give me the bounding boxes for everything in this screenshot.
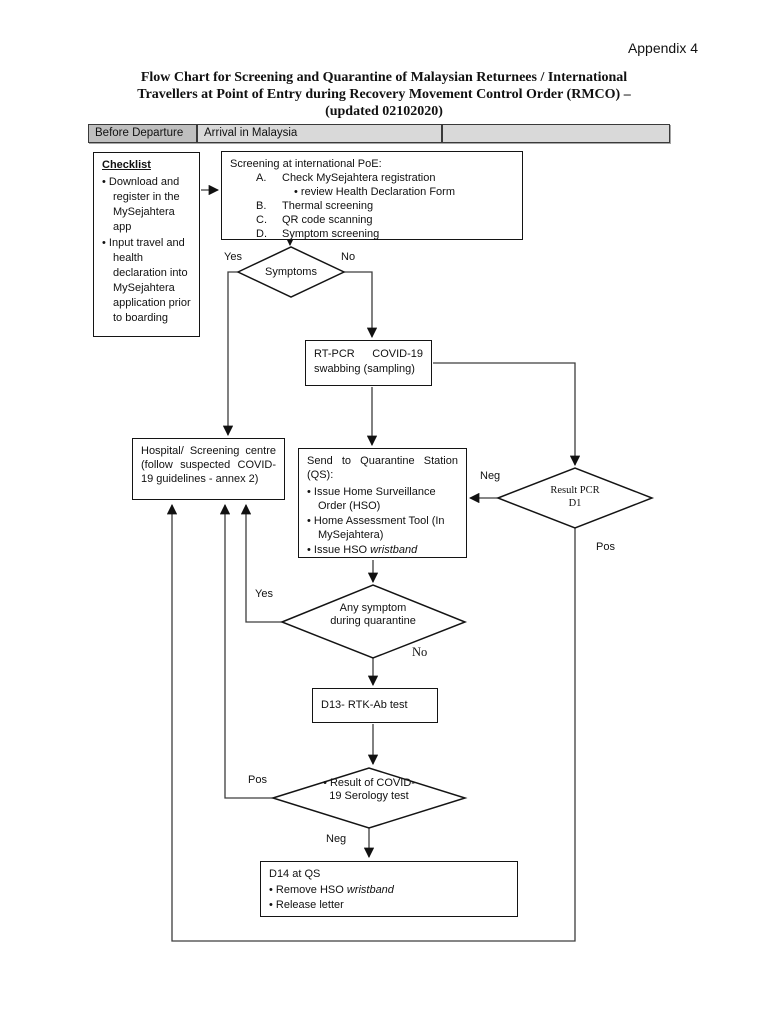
label-serology-pos: Pos	[248, 774, 267, 786]
rtpcr-box: RT-PCR COVID-19 swabbing (sampling)	[305, 340, 432, 386]
edge-symptoms-no-to-rtpcr	[344, 271, 378, 339]
screening-item-text: Symptom screening	[282, 228, 380, 240]
screening-item: D. Symptom screening	[256, 227, 514, 241]
screening-item-text: QR code scanning	[282, 214, 373, 226]
d14-heading: D14 at QS	[269, 868, 321, 880]
edge-serology-pos-to-hospital	[219, 503, 273, 799]
screening-item-key: B.	[256, 200, 267, 212]
screening-intro: Screening at international PoE:	[230, 158, 382, 170]
screening-item-key: A.	[256, 172, 267, 184]
d14-item: Remove HSO wristband	[269, 883, 509, 897]
label-anysymptom-yes: Yes	[255, 588, 273, 600]
screening-item: B. Thermal screening	[256, 199, 514, 213]
label-symptoms-no: No	[341, 251, 356, 263]
title-line: (updated 02102020)	[325, 104, 443, 119]
screening-item: C. QR code scanning	[256, 213, 514, 227]
phase-cell-before-departure: Before Departure	[88, 124, 197, 143]
qs-heading: Send to Quarantine Station (QS):	[307, 455, 458, 481]
label-pcr-neg: Neg	[480, 470, 501, 482]
label-symptoms-yes: Yes	[224, 251, 242, 263]
screening-item-text: Check MySejahtera registration	[282, 172, 436, 184]
title-line: Travellers at Point of Entry during Reco…	[137, 87, 631, 102]
d13-rtk-box: D13- RTK-Ab test	[312, 688, 438, 723]
serology-diamond	[270, 767, 468, 829]
symptoms-diamond	[236, 246, 346, 298]
qs-item: Home Assessment Tool (In MySejahtera)	[307, 514, 458, 542]
d14-box: D14 at QS Remove HSO wristband Release l…	[260, 861, 518, 917]
title-line: Flow Chart for Screening and Quarantine …	[140, 70, 628, 85]
any-symptom-diamond-label: Any symptom during quarantine	[330, 602, 416, 627]
page-title: Flow Chart for Screening and Quarantine …	[50, 69, 718, 120]
screening-item-key: D.	[256, 228, 267, 240]
result-pcr-diamond	[495, 467, 655, 529]
label-serology-neg: Neg	[326, 833, 347, 845]
label-anysymptom-no: No	[412, 645, 428, 659]
result-pcr-diamond-label: Result PCR D1	[550, 485, 600, 509]
qs-item: Issue Home Surveillance Order (HSO)	[307, 485, 458, 513]
appendix-label: Appendix 4	[627, 40, 698, 56]
screening-item-text: Thermal screening	[282, 200, 374, 212]
edge-anysymptom-yes-to-hospital	[240, 503, 282, 623]
checklist-heading: Checklist	[102, 159, 151, 171]
edge-symptoms-yes-to-hospital	[222, 271, 238, 437]
label-pcr-pos: Pos	[596, 541, 615, 553]
hospital-box: Hospital/ Screening centre (follow suspe…	[132, 438, 285, 500]
any-symptom-diamond	[279, 584, 468, 659]
phase-cell-arrival-malaysia: Arrival in Malaysia	[197, 124, 442, 143]
d14-item: Release letter	[269, 898, 509, 912]
checklist-item: Input travel and health declaration into…	[102, 236, 191, 326]
edge-resultpcr-pos-loop-to-hospital	[166, 503, 576, 942]
quarantine-station-box: Send to Quarantine Station (QS): Issue H…	[298, 448, 467, 558]
screening-item: A. Check MySejahtera registration	[256, 171, 514, 185]
checklist-item: Download and register in the MySejahtera…	[102, 175, 191, 235]
screening-item-key: C.	[256, 214, 267, 226]
symptoms-diamond-label: Symptoms	[265, 266, 317, 278]
checklist-box: Checklist Download and register in the M…	[93, 152, 200, 337]
edge-rtpcr-to-resultpcr	[433, 362, 581, 467]
screening-box: Screening at international PoE: A. Check…	[221, 151, 523, 240]
phase-cell-empty	[442, 124, 670, 143]
screening-subitem: review Health Declaration Form	[294, 185, 514, 199]
qs-item: Issue HSO wristband	[307, 543, 458, 557]
serology-diamond-label: • Result of COVID- 19 Serology test	[323, 777, 415, 802]
